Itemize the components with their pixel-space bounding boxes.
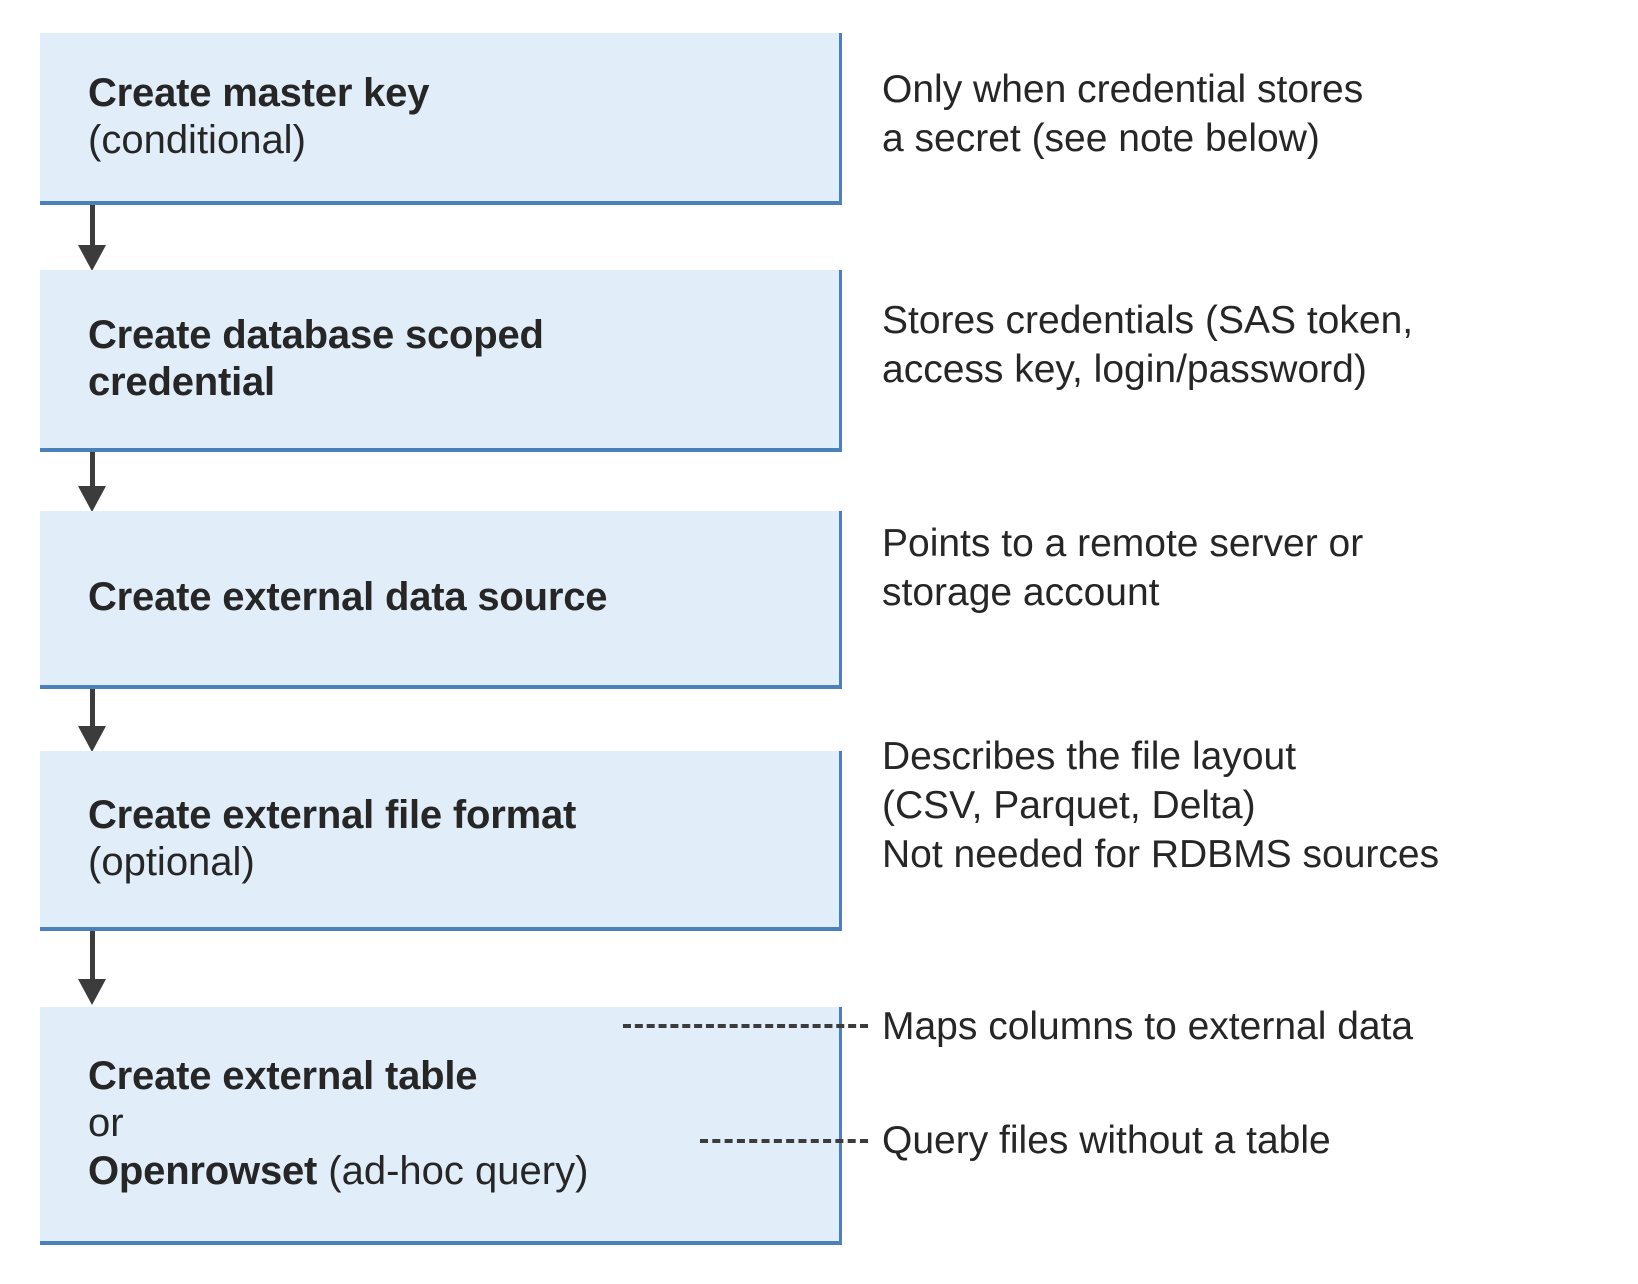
arrow-shaft <box>90 931 95 981</box>
step-box-master-key[interactable]: Create master key (conditional) <box>40 33 842 205</box>
step-title-scoped-credential-line2: credential <box>88 360 275 404</box>
note-line: Describes the file layout <box>882 735 1297 778</box>
note-line: Points to a remote server or <box>882 522 1364 565</box>
arrow-master-key-to-credential <box>78 205 106 271</box>
note-scoped-credential: Stores credentials (SAS token, access ke… <box>882 297 1622 395</box>
arrow-shaft <box>90 452 95 488</box>
arrow-shaft <box>90 205 95 247</box>
note-line: Query files without a table <box>882 1119 1331 1162</box>
step-title-openrowset: Openrowset <box>88 1148 318 1193</box>
note-openrowset: Query files without a table <box>882 1117 1622 1166</box>
step-subtitle-file-format: (optional) <box>88 840 255 884</box>
note-external-table: Maps columns to external data <box>882 1003 1622 1052</box>
step-title-scoped-credential-line1: Create database scoped <box>88 312 544 357</box>
step-title-external-table: Create external table <box>88 1054 478 1099</box>
note-data-source: Points to a remote server or storage acc… <box>882 520 1622 618</box>
step-subtitle-openrowset: (ad-hoc query) <box>317 1148 589 1193</box>
note-line: storage account <box>882 570 1160 614</box>
arrow-data-source-to-file-format <box>78 689 106 752</box>
step-separator-or: or <box>88 1101 124 1146</box>
note-file-format: Describes the file layout (CSV, Parquet,… <box>882 733 1622 879</box>
step-title-file-format: Create external file format <box>88 792 577 837</box>
arrow-file-format-to-external-table <box>78 931 106 1008</box>
arrow-credential-to-data-source <box>78 452 106 512</box>
step-title-openrowset-row: Openrowset (ad-hoc query) <box>88 1148 821 1195</box>
step-title-master-key: Create master key <box>88 70 430 115</box>
arrow-head <box>78 726 106 752</box>
step-box-data-source[interactable]: Create external data source <box>40 511 842 689</box>
arrow-shaft <box>90 689 95 728</box>
step-box-external-table[interactable]: Create external table or Openrowset (ad-… <box>40 1007 842 1245</box>
arrow-head <box>78 979 106 1005</box>
step-box-scoped-credential[interactable]: Create database scoped credential <box>40 270 842 452</box>
dashed-connector-openrowset <box>700 1139 868 1143</box>
step-subtitle-master-key: (conditional) <box>88 118 306 162</box>
note-line: a secret (see note below) <box>882 116 1320 160</box>
note-line: access key, login/password) <box>882 347 1367 391</box>
note-master-key: Only when credential stores a secret (se… <box>882 66 1622 164</box>
dashed-connector-external-table <box>623 1024 868 1028</box>
arrow-head <box>78 245 106 271</box>
note-line: Maps columns to external data <box>882 1005 1414 1048</box>
step-box-file-format[interactable]: Create external file format (optional) <box>40 751 842 931</box>
note-line: (CSV, Parquet, Delta) <box>882 783 1256 827</box>
note-line: Stores credentials (SAS token, <box>882 299 1414 342</box>
step-title-data-source: Create external data source <box>88 575 608 620</box>
note-line: Not needed for RDBMS sources <box>882 832 1440 876</box>
arrow-head <box>78 486 106 512</box>
note-line: Only when credential stores <box>882 68 1364 111</box>
